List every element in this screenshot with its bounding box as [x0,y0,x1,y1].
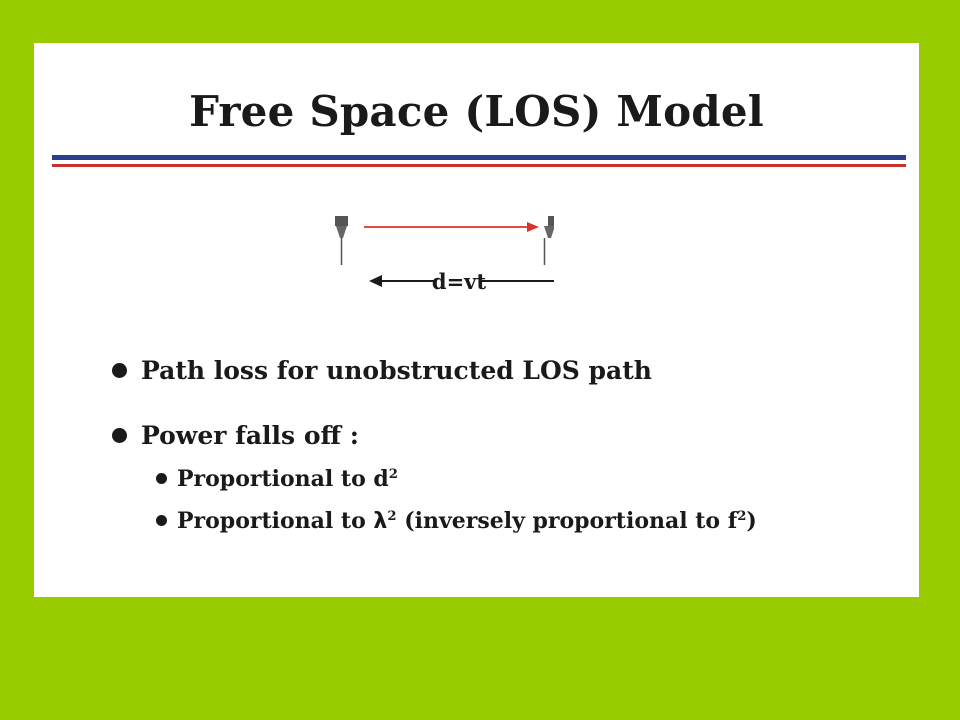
los-diagram-svg: d=vt [335,216,569,294]
bullet-dot [156,514,167,526]
transmitter-antenna-icon [335,216,348,265]
bullet-text: Power falls off : [141,421,359,450]
exponent-f: 2 [737,509,747,525]
exponent: 2 [387,509,397,525]
los-diagram: d=vt [324,205,569,305]
bullet-dot [112,428,127,443]
title-rule-red [52,164,906,167]
sub-bullet-text-suffix: ) [746,508,757,534]
slide: Free Space (LOS) Model [34,43,919,597]
sub-bullet-text: Proportional to [177,508,374,534]
sub-bullet-text: Proportional to d [177,466,389,492]
exponent: 2 [388,467,398,483]
sub-bullet-distance: Proportional to d2 [156,466,398,492]
receiver-antenna-icon [543,216,561,265]
distance-label: d=vt [432,269,486,294]
lambda-symbol: λ [373,509,388,534]
bullet-power-falls-off: Power falls off : [112,421,359,450]
slide-title: Free Space (LOS) Model [189,87,764,136]
distance-arrow-left [369,275,434,287]
distance-arrow-right [479,275,569,287]
bullet-dot [156,472,167,484]
bullet-path-loss: Path loss for unobstructed LOS path [112,356,652,385]
bullet-dot [112,363,127,378]
sub-bullet-wavelength: Proportional to λ2 (inversely proportion… [156,508,757,534]
sub-bullet-text-middle: (inversely proportional to f [396,508,738,534]
title-rule-blue [52,155,906,160]
bullet-text: Path loss for unobstructed LOS path [141,356,652,385]
signal-arrow [364,222,539,232]
